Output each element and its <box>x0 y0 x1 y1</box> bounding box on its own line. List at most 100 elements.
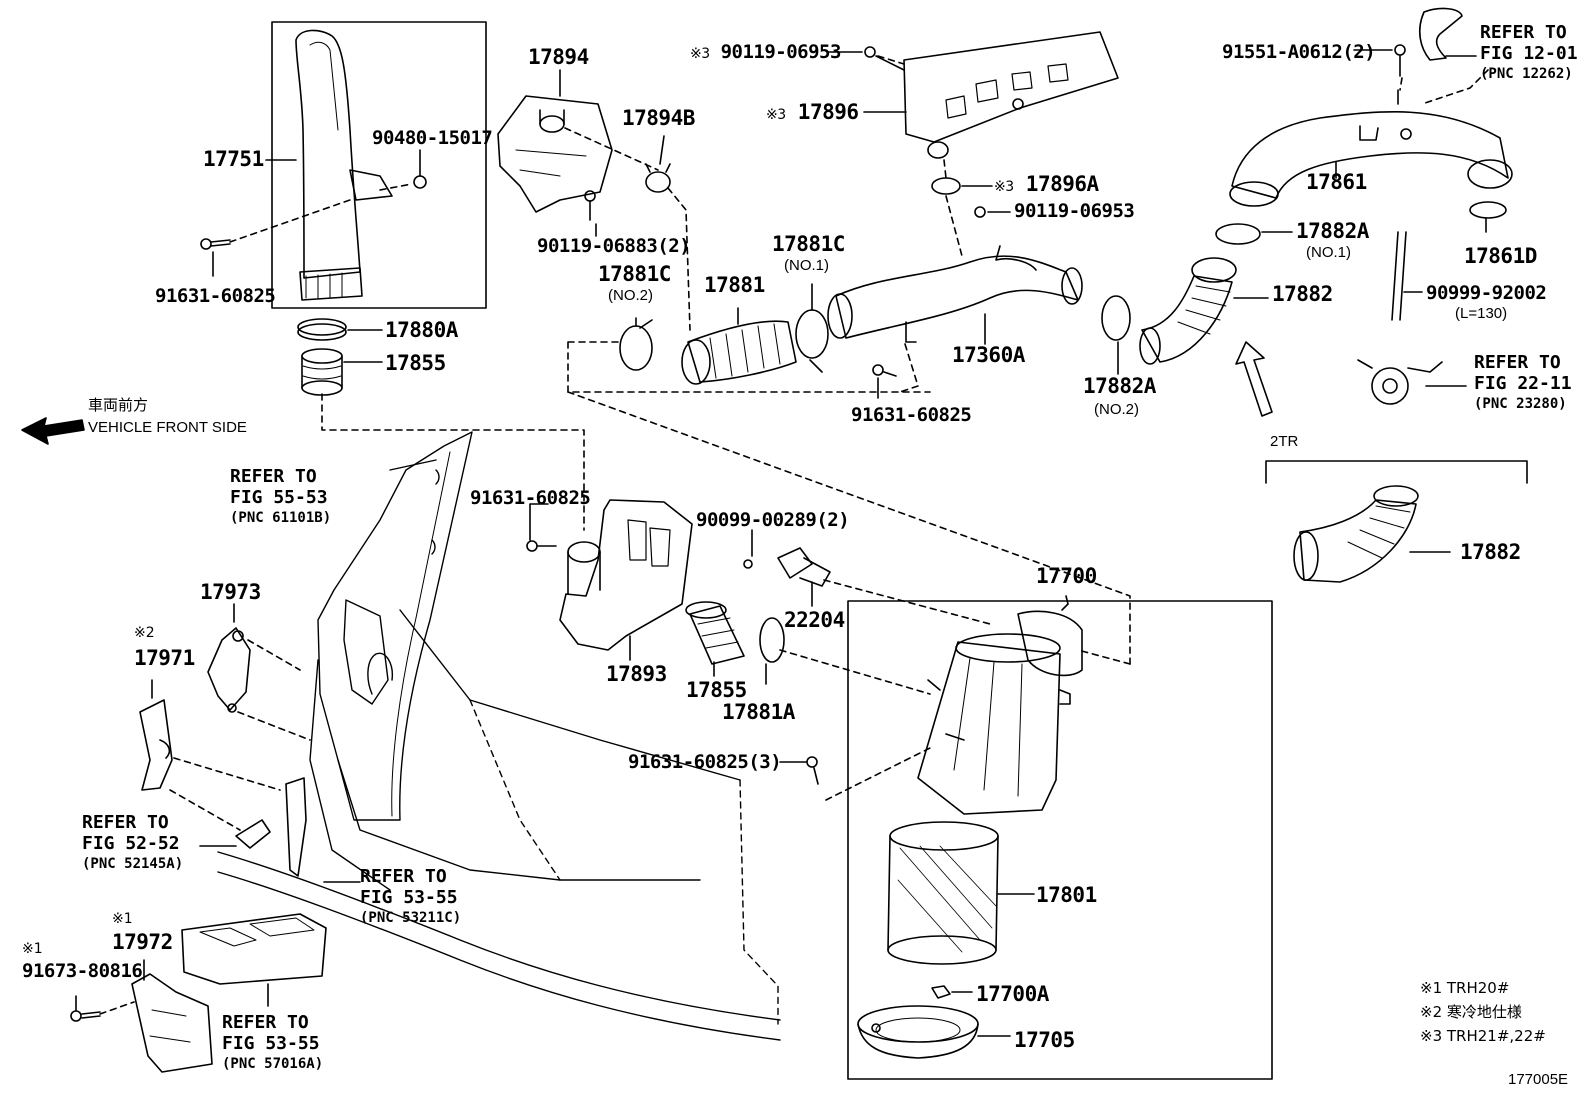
part-17972-mark: ※1 <box>112 911 133 927</box>
refer-pnc: (PNC 61101B) <box>230 510 332 526</box>
part-17971-mark: ※2 <box>134 625 155 641</box>
engine-2tr-label: 2TR <box>1270 433 1299 450</box>
bolt-90099-00289 <box>743 559 753 569</box>
part-90999-92002-label[interactable]: 90999-92002 <box>1426 282 1547 304</box>
part-91631-60825-b-label[interactable]: 91631-60825 <box>851 404 972 426</box>
part-17893-label[interactable]: 17893 <box>606 662 667 686</box>
part-17973-label[interactable]: 17973 <box>200 580 261 604</box>
clamp-17861D <box>1469 201 1507 219</box>
bracket-17973 <box>207 627 251 713</box>
snorkel-duct-17751 <box>295 29 427 301</box>
hose-17882-b <box>1293 485 1419 583</box>
refer-fig-53-55-b[interactable]: REFER TO FIG 53-55 (PNC 57016A) <box>222 1012 323 1075</box>
part-number: 90119-06953 <box>720 41 842 63</box>
part-17861D-label[interactable]: 17861D <box>1464 244 1537 268</box>
clamp-17896A <box>931 177 961 195</box>
part-17861-label[interactable]: 17861 <box>1306 170 1367 194</box>
clip-17700A <box>931 985 951 999</box>
refer-pnc: (PNC 52145A) <box>82 856 184 872</box>
air-tube-17360A <box>827 245 1083 343</box>
part-22204-label[interactable]: 22204 <box>784 608 845 632</box>
part-90480-15017-label[interactable]: 90480-15017 <box>372 127 493 149</box>
bolt-91631-60825-b <box>872 364 897 377</box>
part-91551-A0612-label[interactable]: 91551-A0612(2) <box>1222 41 1376 63</box>
refer-line-2: FIG 52-52 <box>82 833 180 854</box>
housing-refer-53-55-b <box>181 913 327 985</box>
hose-17855-a <box>301 348 343 396</box>
duct-17893 <box>559 499 693 651</box>
part-number: 17896 <box>797 100 859 124</box>
group-bracket-2tr <box>1265 460 1528 484</box>
dash-17894 <box>564 127 691 331</box>
bolt-90119-06953-b <box>974 206 986 218</box>
part-17881A-label[interactable]: 17881A <box>722 700 795 724</box>
part-91631-60825-a-label[interactable]: 91631-60825 <box>155 285 276 307</box>
intake-pipe-17861 <box>1229 89 1513 207</box>
part-17882-a-label[interactable]: 17882 <box>1272 282 1333 306</box>
hose-17882-a <box>1139 257 1237 365</box>
note-2: ※2 寒冷地仕様 <box>1420 1003 1522 1021</box>
bolt-90119-06953-a <box>864 46 876 58</box>
refer-fig-52-52[interactable]: REFER TO FIG 52-52 (PNC 52145A) <box>82 812 183 875</box>
refer-line-2: FIG 12-01 <box>1480 43 1578 64</box>
refer-pnc: (PNC 53211C) <box>360 910 462 926</box>
bracket-17971 <box>139 699 173 791</box>
part-17971-label[interactable]: 17971 <box>134 646 195 670</box>
part-90119-06883-label[interactable]: 90119-06883(2) <box>537 235 691 257</box>
part-17705-label[interactable]: 17705 <box>1014 1028 1075 1052</box>
clamp-17880A <box>297 318 347 341</box>
resonator-17896 <box>903 31 1119 159</box>
part-17881C-no2-label[interactable]: 17881C <box>598 262 671 286</box>
refer-fig-55-53[interactable]: REFER TO FIG 55-53 (PNC 61101B) <box>230 466 331 529</box>
part-91673-80816-label[interactable]: 91673-80816 <box>22 960 143 982</box>
direction-jp: 車両前方 <box>88 397 149 414</box>
bolt-91551-A0612 <box>1394 44 1406 77</box>
refer-line-1: REFER TO <box>1480 22 1567 43</box>
figure-code: 177005E <box>1508 1071 1569 1088</box>
part-17896-label[interactable]: ※3 17896 <box>766 102 859 123</box>
part-17855-a-label[interactable]: 17855 <box>385 351 446 375</box>
bolt-91631-60825-c <box>526 540 557 552</box>
part-90099-00289-label[interactable]: 90099-00289(2) <box>696 509 850 531</box>
part-17700-label[interactable]: 17700 <box>1036 564 1097 588</box>
part-17880A-label[interactable]: 17880A <box>385 318 458 342</box>
notes-legend: ※1 TRH20# ※2 寒冷地仕様 ※3 TRH21#,22# <box>1420 976 1546 1048</box>
filter-element-17801 <box>887 821 999 965</box>
part-17801-label[interactable]: 17801 <box>1036 883 1097 907</box>
vehicle-front-arrow <box>21 417 85 445</box>
refer-line-2: FIG 55-53 <box>230 487 328 508</box>
part-17882-b-label[interactable]: 17882 <box>1460 540 1521 564</box>
refer-line-1: REFER TO <box>230 466 317 487</box>
part-17700A-label[interactable]: 17700A <box>976 982 1049 1006</box>
group-box-17700 <box>847 600 1273 1080</box>
part-17896A-label[interactable]: ※3 17896A <box>994 174 1099 195</box>
part-17881-label[interactable]: 17881 <box>704 273 765 297</box>
part-91631-60825-c-label[interactable]: 91631-60825 <box>470 487 591 509</box>
air-cleaner-case-17700 <box>917 610 1083 815</box>
refer-line-1: REFER TO <box>222 1012 309 1033</box>
part-90119-06953-b-label[interactable]: 90119-06953 <box>1014 200 1135 222</box>
part-17751-label[interactable]: 17751 <box>203 147 264 171</box>
part-17881C-no1-label[interactable]: 17881C <box>772 232 845 256</box>
vsv-refer-22-11 <box>1357 359 1443 405</box>
part-90119-06953-a-label[interactable]: ※3 90119-06953 <box>690 43 841 62</box>
part-17894B-label[interactable]: 17894B <box>622 106 695 130</box>
dash-17881 <box>567 341 931 393</box>
part-17882A-no1-label[interactable]: 17882A <box>1296 219 1369 243</box>
refer-pnc: (PNC 12262) <box>1480 66 1573 82</box>
part-number: 17896A <box>1025 172 1099 196</box>
part-17360A-label[interactable]: 17360A <box>952 343 1025 367</box>
bolt-90119-06883 <box>584 190 596 221</box>
refer-fig-12-01[interactable]: REFER TO FIG 12-01 (PNC 12262) <box>1480 22 1578 85</box>
part-17894-label[interactable]: 17894 <box>528 45 589 69</box>
part-17881C-no2-sub: (NO.2) <box>608 287 653 304</box>
part-17972-label[interactable]: 17972 <box>112 930 173 954</box>
refer-fig-22-11[interactable]: REFER TO FIG 22-11 (PNC 23280) <box>1474 352 1572 415</box>
refer-fig-53-55-a[interactable]: REFER TO FIG 53-55 (PNC 53211C) <box>360 866 461 929</box>
part-17855-b-label[interactable]: 17855 <box>686 678 747 702</box>
part-17882A-no2-label[interactable]: 17882A <box>1083 374 1156 398</box>
hose-17855-b <box>685 601 745 665</box>
refer-pnc: (PNC 57016A) <box>222 1056 324 1072</box>
part-91631-60825-3-label[interactable]: 91631-60825(3) <box>628 751 782 773</box>
